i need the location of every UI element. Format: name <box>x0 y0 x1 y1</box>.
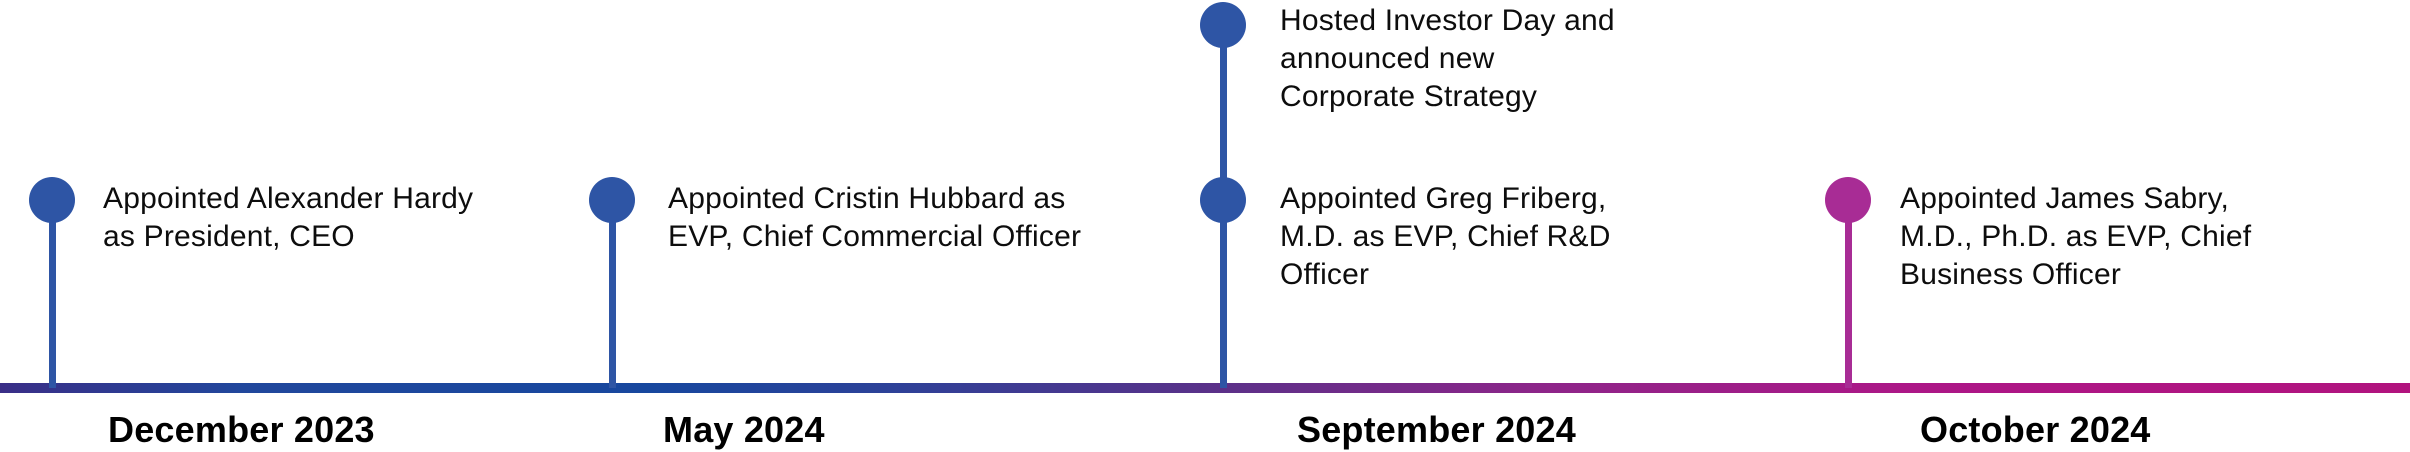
date-label-september-2024: September 2024 <box>1297 409 1576 450</box>
timeline-axis <box>0 383 2410 393</box>
milestone-marker-september-2024-appointment <box>1200 177 1246 223</box>
date-label-december-2023: December 2023 <box>108 409 375 450</box>
event-text-investor-day: Hosted Investor Day and announced new Co… <box>1280 4 1615 113</box>
milestone-marker-may-2024 <box>589 177 635 223</box>
milestone-marker-september-2024-investor-day <box>1200 2 1246 48</box>
milestone-stem-october-2024 <box>1845 200 1852 388</box>
milestone-marker-october-2024 <box>1825 177 1871 223</box>
milestone-stem-may-2024 <box>609 200 616 388</box>
event-text-alexander-hardy: Appointed Alexander Hardy as President, … <box>103 182 474 253</box>
date-label-october-2024: October 2024 <box>1920 409 2151 450</box>
milestone-marker-december-2023 <box>29 177 75 223</box>
event-text-greg-friberg: Appointed Greg Friberg, M.D. as EVP, Chi… <box>1280 182 1611 291</box>
milestone-stem-december-2023 <box>49 200 56 388</box>
event-text-james-sabry: Appointed James Sabry, M.D., Ph.D. as EV… <box>1900 182 2252 291</box>
event-text-cristin-hubbard: Appointed Cristin Hubbard as EVP, Chief … <box>668 182 1082 253</box>
date-label-may-2024: May 2024 <box>663 409 825 450</box>
